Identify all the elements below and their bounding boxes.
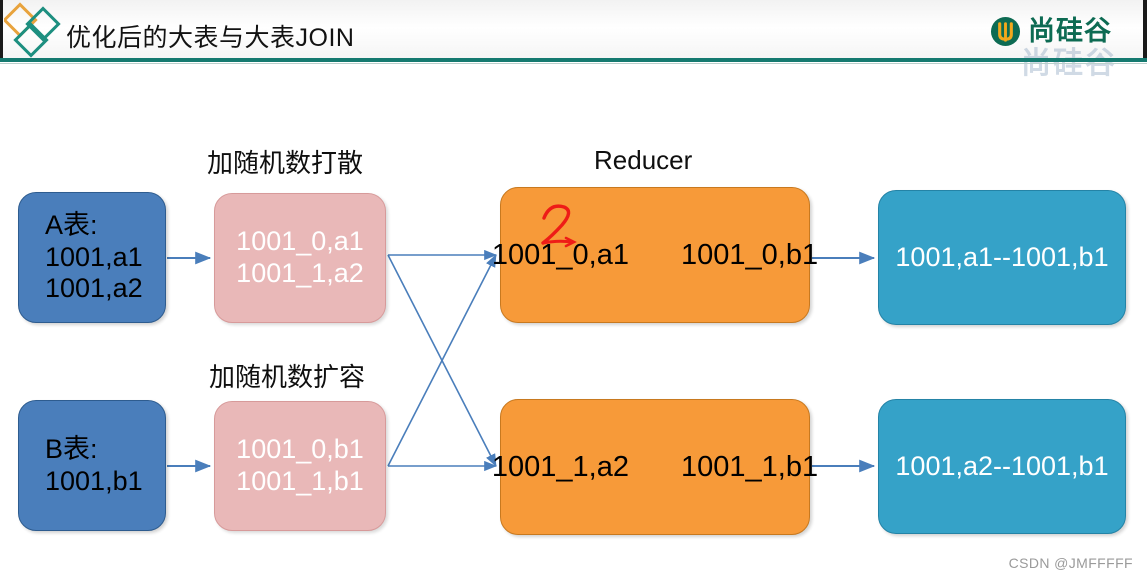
table-b-line2: 1001,b1: [45, 465, 143, 496]
node-table-a[interactable]: A表: 1001,a1 1001,a2: [18, 192, 166, 323]
caption-reducer: Reducer: [594, 145, 693, 175]
node-salted-a[interactable]: 1001_0,a1 1001_1,a2: [214, 193, 386, 323]
salted-b-line2: 1001_1,b1: [236, 466, 364, 496]
result-top-text: 1001,a1--1001,b1: [895, 241, 1109, 272]
header-right-edge: [1143, 0, 1147, 62]
node-salted-b[interactable]: 1001_0,b1 1001_1,b1: [214, 401, 386, 531]
arrow-saltedB-to-reducer-top: [387, 254, 497, 467]
header-divider: [0, 58, 1147, 62]
brand-name: 尚硅谷: [1028, 15, 1112, 46]
csdn-watermark: CSDN @JMFFFFF: [1008, 555, 1133, 571]
reducer-top-left: 1001_0,a1: [491, 238, 629, 271]
node-reducer-bottom[interactable]: 1001_1,a2 1001_1,b1: [492, 399, 818, 535]
slide-header: 优化后的大表与大表JOIN 尚硅谷 尚硅谷: [0, 0, 1147, 80]
reducer-top-right: 1001_0,b1: [681, 238, 819, 271]
header-left-edge: [0, 0, 3, 62]
header-divider-thin: [0, 63, 1147, 64]
brand-logo: 尚硅谷: [990, 8, 1112, 54]
caption-expand: 加随机数扩容: [209, 362, 366, 392]
table-a-line2: 1001,a1: [45, 241, 143, 272]
table-a-line1: A表:: [45, 209, 98, 240]
salted-a-line2: 1001_1,a2: [236, 258, 364, 288]
salted-a-line1: 1001_0,a1: [236, 226, 364, 257]
salted-b-line1: 1001_0,b1: [236, 434, 364, 465]
table-a-line3: 1001,a2: [45, 273, 143, 304]
result-bottom-text: 1001,a2--1001,b1: [895, 450, 1109, 481]
arrow-saltedA-to-reducer-bottom: [387, 254, 497, 467]
page-title: 优化后的大表与大表JOIN: [66, 24, 355, 52]
node-result-top[interactable]: 1001,a1--1001,b1: [878, 190, 1126, 325]
diamond-logo-icon: [4, 2, 61, 58]
table-b-line1: B表:: [45, 433, 98, 464]
reducer-bottom-right: 1001_1,b1: [681, 450, 819, 483]
node-result-bottom[interactable]: 1001,a2--1001,b1: [878, 399, 1126, 534]
reducer-bottom-left: 1001_1,a2: [491, 450, 629, 483]
caption-shuffle: 加随机数打散: [207, 148, 364, 178]
u-circle-icon: [990, 16, 1021, 46]
node-reducer-top[interactable]: 1001_0,a1 1001_0,b1: [492, 187, 818, 323]
node-table-b[interactable]: B表: 1001,b1: [18, 400, 166, 531]
